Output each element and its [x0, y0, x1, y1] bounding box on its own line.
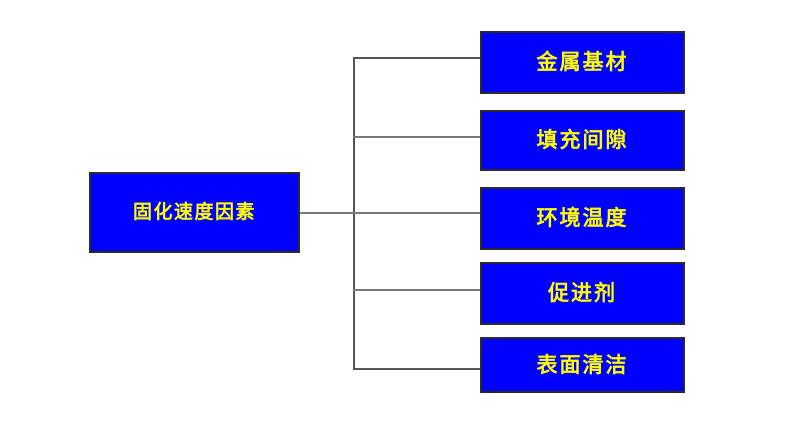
branch-node-4[interactable]: 促进剂: [480, 262, 685, 325]
connector-branch-4: [353, 289, 481, 291]
root-node-label: 固化速度因素: [132, 202, 256, 223]
branch-node-2[interactable]: 填充间隙: [480, 110, 685, 171]
branch-node-3-label: 环境温度: [536, 207, 629, 230]
branch-node-5-label: 表面清洁: [536, 353, 629, 377]
branch-node-1[interactable]: 金属基材: [480, 31, 685, 94]
branch-node-1-label: 金属基材: [536, 51, 629, 74]
connector-root-stem: [300, 212, 354, 214]
root-node[interactable]: 固化速度因素: [89, 172, 300, 253]
connector-branch-5: [353, 368, 481, 370]
connector-trunk: [353, 58, 355, 370]
branch-node-2-label: 填充间隙: [536, 129, 629, 152]
branch-node-3[interactable]: 环境温度: [480, 187, 685, 250]
branch-node-5[interactable]: 表面清洁: [480, 337, 685, 393]
branch-node-4-label: 促进剂: [548, 282, 617, 305]
connector-branch-2: [353, 136, 481, 138]
connector-branch-1: [353, 57, 481, 59]
connector-branch-3: [353, 212, 481, 214]
